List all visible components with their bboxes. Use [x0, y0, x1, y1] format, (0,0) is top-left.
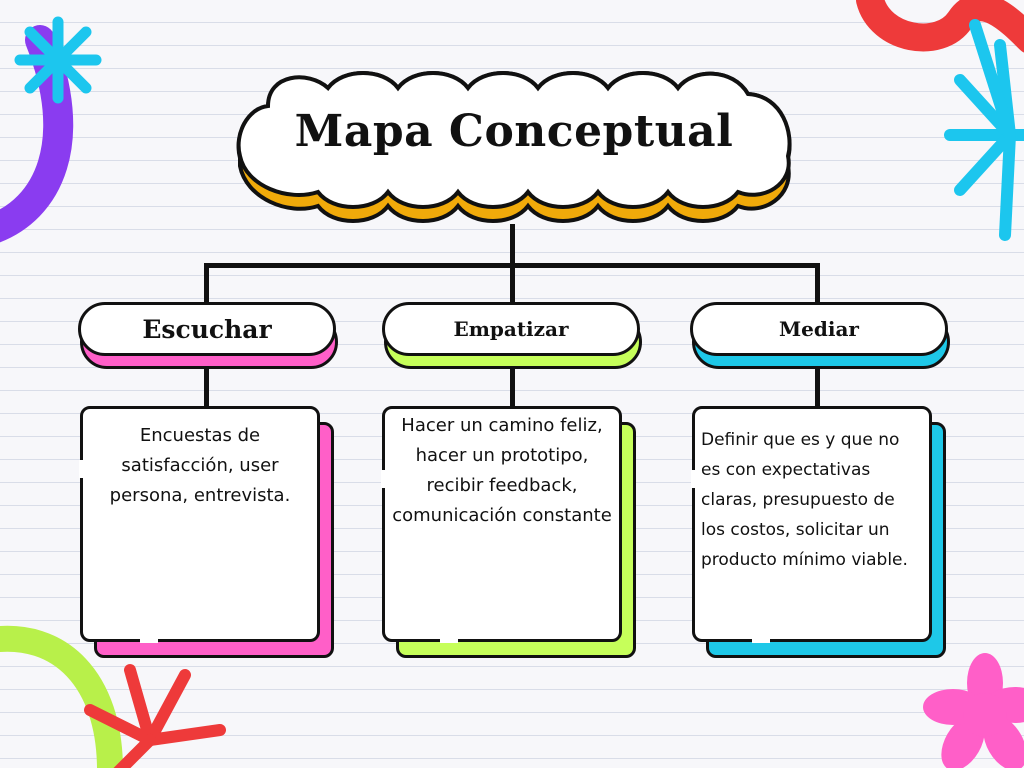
red-starburst-decoration [84, 664, 226, 768]
border-gap [79, 460, 85, 478]
page-title: Mapa Conceptual [294, 106, 734, 157]
connector-pill-card-2 [510, 368, 515, 408]
card-text-empatizar: Hacer un camino feliz, hacer un prototip… [392, 415, 612, 526]
title-cloud-shape [236, 71, 792, 223]
connector-branch-1 [204, 263, 209, 307]
lime-swirl-decoration [0, 625, 123, 768]
border-gap [752, 637, 770, 643]
border-gap [691, 470, 697, 488]
border-gap [140, 637, 158, 643]
pink-flower-decoration [923, 653, 1024, 768]
connector-pill-card-1 [204, 368, 209, 408]
title-cloud: Mapa Conceptual [228, 66, 800, 226]
branch-label-escuchar: Escuchar [78, 302, 336, 356]
purple-swirl-decoration [0, 25, 74, 243]
card-text-escuchar: Encuestas de satisfacción, user persona,… [109, 425, 291, 506]
connector-branch-3 [815, 263, 820, 307]
cyan-starburst-decoration [14, 16, 102, 104]
branch-label-mediar: Mediar [690, 302, 948, 356]
connector-trunk [510, 224, 515, 268]
card-mediar: Definir que es y que no es con expectati… [692, 406, 932, 642]
card-text-mediar: Definir que es y que no es con expectati… [701, 430, 908, 570]
red-swirl-decoration [856, 0, 1024, 53]
card-escuchar: Encuestas de satisfacción, user persona,… [80, 406, 320, 642]
border-gap [440, 637, 458, 643]
card-empatizar: Hacer un camino feliz, hacer un prototip… [382, 406, 622, 642]
connector-pill-card-3 [815, 368, 820, 408]
title-cloud-body [236, 71, 792, 209]
branch-label-empatizar: Empatizar [382, 302, 640, 356]
connector-branch-2 [510, 263, 515, 307]
right-cyan-starburst-decoration [944, 19, 1024, 241]
border-gap [381, 470, 387, 488]
